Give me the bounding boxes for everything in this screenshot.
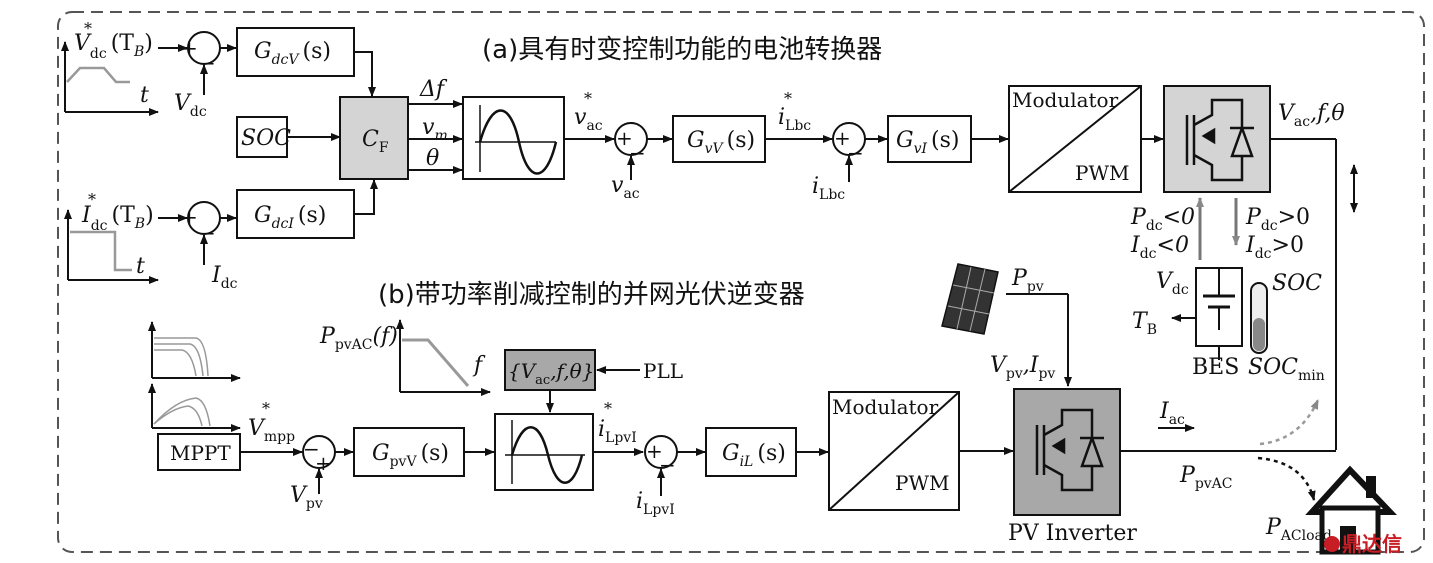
- ilpvi-meas-label: iLpvI: [636, 489, 675, 518]
- svg-text:+: +: [315, 451, 332, 475]
- svg-text:−: −: [199, 51, 216, 75]
- svg-text:*: *: [604, 399, 612, 418]
- ppv-label: Ppv: [1011, 266, 1044, 295]
- igbt-icon-battery: [1185, 98, 1254, 182]
- gdcv-label: GdcV(s): [254, 39, 331, 68]
- mppt-label: MPPT: [170, 441, 231, 465]
- vdc-ref-label: Vdc(TB): [74, 31, 153, 62]
- gdci-label: GdcI(s): [254, 203, 326, 232]
- svg-text:*: *: [784, 89, 792, 108]
- power-flow-arrows: [1196, 197, 1240, 260]
- bes-label: BES: [1192, 355, 1239, 380]
- svg-text:+: +: [834, 126, 851, 150]
- vpv-label: Vpv: [290, 483, 323, 512]
- svg-text:*: *: [84, 19, 92, 38]
- ilbc-meas-label: iLbc: [812, 174, 845, 203]
- house-icon: [1305, 465, 1397, 555]
- upper-labels: Vdc(TB) * t Vdc + − GdcV(s) SOC CF Idc(T…: [74, 19, 1345, 384]
- igbt-icon-pv: [1035, 408, 1104, 492]
- pv-inverter-label: PV Inverter: [1008, 521, 1137, 546]
- svg-text:*: *: [262, 399, 270, 418]
- tb-label: TB: [1132, 309, 1157, 338]
- pwm-label-2: PWM: [895, 471, 950, 495]
- pll-input-label: {Vac,f,θ}: [508, 359, 594, 388]
- theta-label: θ: [426, 146, 439, 171]
- soc-right-label: SOC: [1272, 271, 1322, 296]
- svg-text:−: −: [847, 141, 864, 165]
- svg-text:*: *: [88, 190, 96, 209]
- svg-text:−: −: [303, 437, 320, 461]
- idc-neg-label: Idc<0: [1130, 233, 1189, 262]
- load-flow-arrows: [1257, 399, 1320, 501]
- pdc-pos-label: Pdc>0: [1245, 205, 1310, 234]
- svg-text:t: t: [140, 83, 149, 108]
- idc-pos-label: Idc>0: [1245, 233, 1304, 262]
- vdc-meas-label: Vdc: [174, 91, 207, 120]
- svg-text:+: +: [646, 439, 663, 463]
- svg-text:+: +: [181, 36, 198, 60]
- socmin-label: SOCmin: [1248, 355, 1325, 384]
- title-b: (b)带功率削减控制的并网光伏逆变器: [378, 280, 805, 310]
- svg-text:+: +: [181, 205, 198, 229]
- watermark-logo: 鼎达信: [1324, 532, 1402, 556]
- gil-label: GiL(s): [722, 441, 786, 470]
- pwm-label-1: PWM: [1075, 161, 1130, 185]
- vac-out-label: Vac,f,θ: [1278, 101, 1345, 130]
- svg-text:t: t: [136, 254, 145, 279]
- soc-label: SOC: [241, 126, 291, 151]
- pll-label: PLL: [643, 359, 683, 383]
- vac-meas-label: vac: [611, 173, 640, 202]
- iac-label: Iac: [1159, 399, 1185, 428]
- svg-text:*: *: [584, 89, 592, 108]
- idc-meas-label: Idc: [211, 263, 238, 292]
- pacload-label: PACload: [1265, 515, 1332, 544]
- f-axis-label: f: [472, 353, 486, 378]
- svg-text:−: −: [659, 453, 676, 477]
- gvv-label: GvV(s): [687, 128, 755, 157]
- svg-text:−: −: [629, 141, 646, 165]
- lower-labels: PpvAC(f) f {Vac,f,θ} PLL MPPT Vmpp * − +…: [170, 266, 1332, 546]
- vmpp-label: Vmpp: [248, 416, 295, 445]
- modulator-label-2: Modulator: [832, 395, 939, 419]
- gvi-label: GvI(s): [896, 128, 960, 157]
- upper-section: [61, 27, 1358, 450]
- vpv-ipv-label: Vpv,Ipv: [990, 353, 1055, 382]
- vm-label: vm: [422, 115, 448, 144]
- df-label: Δf: [419, 77, 448, 102]
- cf-label: CF: [362, 127, 389, 156]
- vac-ref-label: vac: [574, 105, 603, 134]
- pdc-neg-label: Pdc<0: [1130, 205, 1195, 234]
- lower-section: [148, 293, 1336, 516]
- svg-text:−: −: [199, 221, 216, 245]
- solar-panel-icon: [941, 263, 999, 335]
- ilpvi-ref-label: iLpvI: [598, 417, 637, 446]
- ilbc-ref-label: iLbc: [778, 105, 811, 134]
- idc-ref-label: Idc(TB): [81, 203, 154, 234]
- title-a: (a)具有时变控制功能的电池转换器: [482, 35, 882, 65]
- svg-text:鼎达信: 鼎达信: [1342, 532, 1402, 556]
- svg-text:+: +: [616, 126, 633, 150]
- ppvac-label: PpvAC: [1179, 463, 1233, 492]
- bes-vdc-label: Vdc: [1156, 269, 1189, 298]
- gpvv-label: GpvV(s): [372, 441, 449, 470]
- modulator-label-1: Modulator: [1012, 88, 1119, 112]
- ppvac-f-label: PpvAC(f): [319, 324, 398, 353]
- outer-frame: [57, 11, 1425, 553]
